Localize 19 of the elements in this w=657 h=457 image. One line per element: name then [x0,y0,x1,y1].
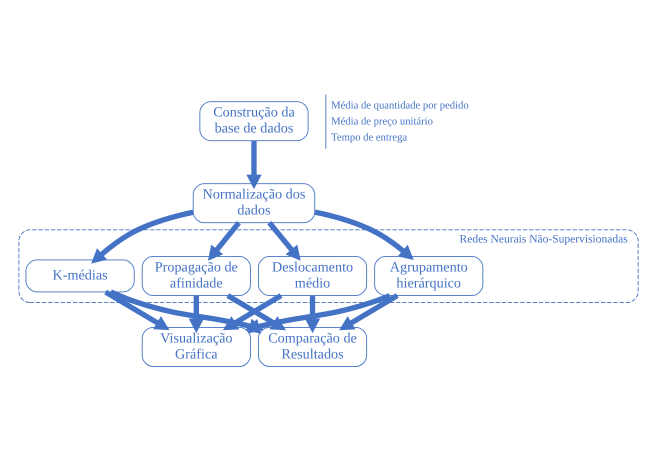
arrow [91,210,194,264]
arrow [104,290,170,330]
node-box: Agrupamento hierárquico [374,256,484,296]
arrow [208,221,241,261]
node-label: Tempo de entrega [331,132,408,144]
arrow [304,296,320,334]
node-box: Normalização dos dados [192,183,316,224]
node-box: Propagação de afinidade [142,256,251,296]
node-box: K-médias [26,260,135,292]
arrow [246,141,262,190]
arrow [339,293,399,330]
node-box: Comparação de Resultados [258,326,368,367]
node-box: Visualização Gráfica [142,326,251,367]
arrow [314,210,414,260]
node-label: Média de quantidade por pedido [331,100,469,112]
arrow [188,296,204,334]
node-box: Construção da base de dados [199,101,309,142]
node-label: Média de preço unitário [331,116,433,128]
node-box: Deslocamento médio [258,256,368,296]
